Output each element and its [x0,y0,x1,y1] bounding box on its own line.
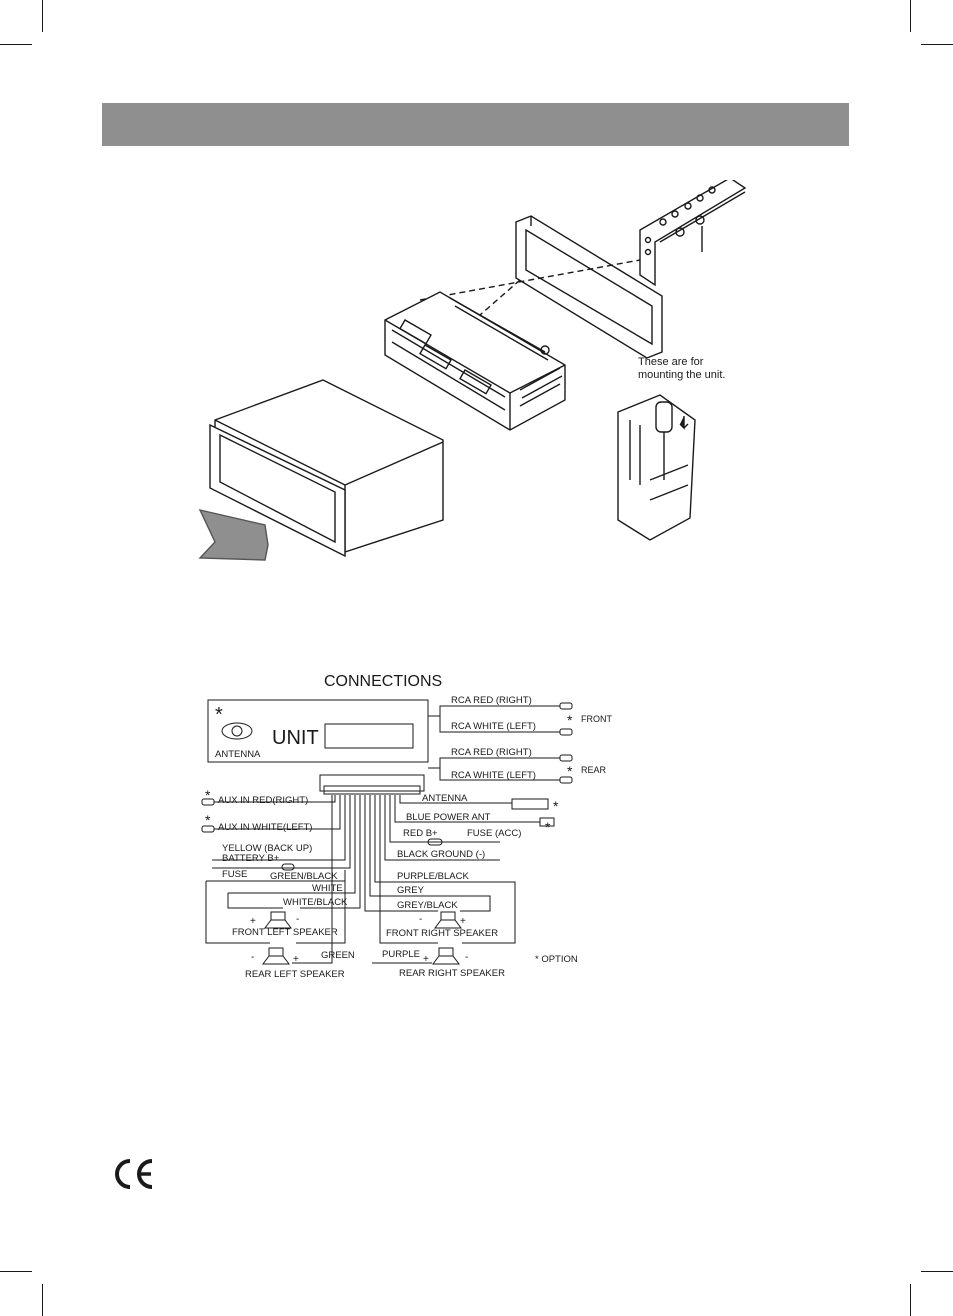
rear-left-speaker-label: REAR LEFT SPEAKER [245,969,345,980]
black-ground-label: BLACK GROUND (-) [397,849,485,860]
front-left-speaker-icon [264,911,292,929]
rear-right-minus: - [465,952,468,963]
crop-mark-top-left-v [42,0,43,32]
antenna-label: ANTENNA [215,749,261,760]
antenna-wire-label: ANTENNA [422,793,468,804]
rear-left-minus: - [251,952,254,963]
unit-box [207,699,429,763]
rca-front-star: * [567,712,573,728]
radio-unit [209,379,444,558]
crop-mark-bottom-right-h [921,1271,953,1272]
mounting-note: These are for mounting the unit. [638,356,748,382]
crop-mark-bottom-left-v [42,1284,43,1316]
rca-front-red: RCA RED (RIGHT) [451,695,532,706]
aux-red-label: AUX IN RED(RIGHT) [218,795,308,806]
mounting-note-line-2: mounting the unit. [638,369,726,381]
purple-label: PURPLE [382,949,420,960]
rear-right-speaker-label: REAR RIGHT SPEAKER [399,968,505,979]
fuse-acc-label: FUSE (ACC) [467,828,521,839]
mounting-note-line-1: These are for [638,356,704,368]
green-black-label: GREEN/BLACK [270,871,338,882]
green-label: GREEN [321,950,355,961]
battery-label: BATTERY B+ [222,853,280,864]
antenna-socket-icon [221,722,253,740]
crop-mark-bottom-left-h [0,1271,32,1272]
mounting-illustration [198,180,747,561]
rca-front-label: FRONT [581,714,612,724]
connections-title: CONNECTIONS [324,673,442,690]
aux-white-star: * [205,812,211,828]
crop-mark-top-right-h [921,44,953,45]
blue-label: BLUE POWER ANT [406,812,491,823]
rca-plug-icon [559,702,573,784]
rear-left-plus: + [293,954,299,965]
rca-front-white: RCA WHITE (LEFT) [451,721,536,732]
unit-display [324,723,414,749]
red-label: RED B+ [403,828,438,839]
front-right-minus: - [419,914,422,925]
fuse-label: FUSE [222,869,247,880]
mounting-cage [384,291,566,431]
unit-label: UNIT [272,727,319,749]
crop-mark-bottom-right-v [910,1284,911,1316]
bracket-detail [639,180,747,287]
front-left-speaker-label: FRONT LEFT SPEAKER [232,927,338,938]
fuse-icon [281,863,295,871]
blue-star: * [545,819,551,835]
rca-rear-red: RCA RED (RIGHT) [451,747,532,758]
aux-white-label: AUX IN WHITE(LEFT) [218,822,312,833]
purple-black-label: PURPLE/BLACK [397,871,469,882]
section-header-bar [102,103,849,146]
front-right-speaker-icon [434,911,462,929]
rear-left-speaker-icon [262,947,290,965]
antenna-plug-icon [511,798,549,810]
option-note: * OPTION [535,954,578,965]
front-right-plus: + [460,916,466,927]
rca-rear-white: RCA WHITE (LEFT) [451,770,536,781]
ce-mark-logo [115,1159,153,1189]
antenna-plug-star: * [553,798,559,814]
connections-diagram: CONNECTIONS [201,673,612,980]
white-black-label: WHITE/BLACK [283,897,348,908]
front-right-speaker-label: FRONT RIGHT SPEAKER [386,928,498,939]
white-label: WHITE [312,883,343,894]
grey-black-label: GREY/BLACK [397,900,458,911]
unit-option-star: * [215,704,223,726]
front-left-minus: - [296,914,299,925]
rca-rear-star: * [567,763,573,779]
aux-plug-icon [201,798,215,833]
front-left-plus: + [250,916,256,927]
rear-right-speaker-icon [432,947,460,965]
removal-arrow [198,508,269,561]
screwdriver-detail [617,394,696,541]
crop-mark-top-right-v [910,0,911,32]
harness-connector [319,774,425,792]
fuse-acc-icon [427,838,443,846]
rca-rear-label: REAR [581,765,607,775]
trim-frame [515,215,663,359]
aux-red-star: * [205,787,211,803]
crop-mark-top-left-h [0,44,32,45]
grey-label: GREY [397,885,425,896]
yellow-label: YELLOW (BACK UP) [222,843,312,854]
rear-right-plus: + [423,954,429,965]
